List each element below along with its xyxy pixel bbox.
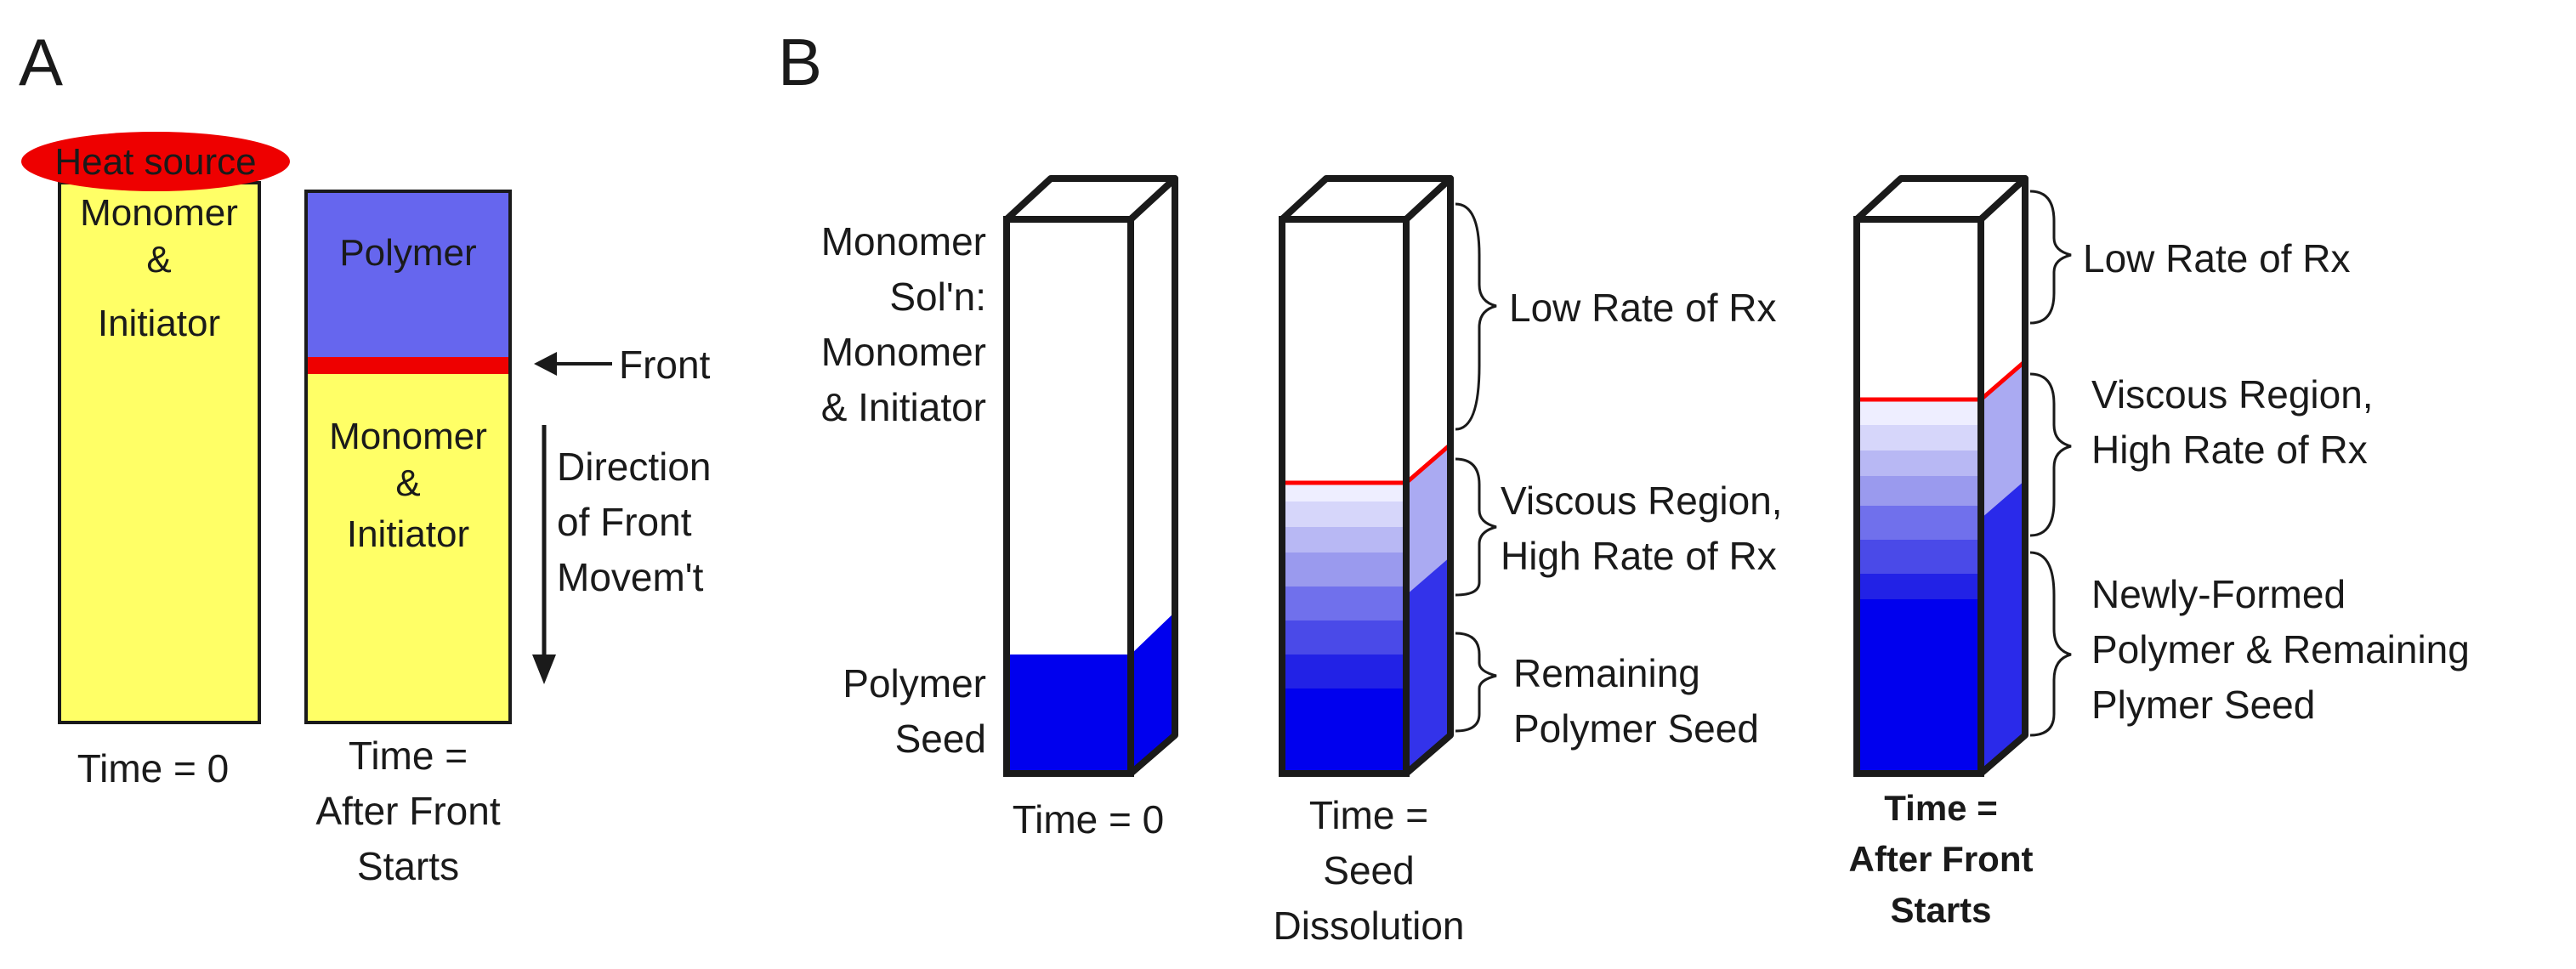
direction-arrow-head: [532, 654, 556, 684]
panel-a-col1-label-line3: Initiator: [98, 303, 220, 344]
panel-a-letter: A: [19, 25, 63, 99]
tube3-polymer: [1857, 599, 1981, 774]
tube3-band-3: [1857, 450, 1981, 476]
tube2-low-rate-label: Low Rate of Rx: [1509, 286, 1776, 330]
tube3-low-rate-label: Low Rate of Rx: [2083, 236, 2350, 280]
tube3-band-2: [1857, 425, 1981, 450]
panel-a-col2-monomer: [306, 374, 510, 722]
panel-b-left-label-line3: Monomer: [821, 330, 986, 374]
tube3-brace-low: [2029, 190, 2072, 325]
panel-a-col2-caption-line1: Time =: [349, 734, 468, 778]
tube3-caption-line1: Time =: [1884, 788, 1997, 828]
tube2-caption-line3: Dissolution: [1274, 904, 1465, 948]
tube2-brace-remaining: [1455, 632, 1497, 733]
tube3-band-5: [1857, 506, 1981, 540]
panel-a-col1-label-line1: Monomer: [80, 192, 238, 234]
panel-a-col2-label-line2: &: [395, 462, 420, 504]
tube2-viscous-line2: High Rate of Rx: [1501, 534, 1777, 578]
panel-a-col2-polymer: [306, 191, 510, 357]
tube1-seed-front: [1007, 654, 1131, 774]
tube2-remaining-line2: Polymer Seed: [1513, 706, 1759, 751]
panel-a-col1-label-line2: &: [146, 239, 171, 280]
tube2-viscous-line1: Viscous Region,: [1501, 479, 1783, 523]
tube2-seed: [1282, 688, 1406, 774]
tube2-band-6: [1282, 620, 1406, 654]
tube2-band-2: [1282, 502, 1406, 527]
tube3-caption-line3: Starts: [1890, 890, 1991, 930]
panel-b-left-label-line2: Sol'n:: [889, 275, 986, 319]
tube2-band-5: [1282, 586, 1406, 620]
tube2-side-outline: [1403, 175, 1454, 777]
tube2-remaining-line1: Remaining: [1513, 651, 1700, 695]
tube3-band-7: [1857, 574, 1981, 599]
panel-b-seed-label-line1: Polymer: [843, 661, 986, 706]
tube2-brace-low: [1455, 202, 1497, 431]
tube2-caption-line1: Time =: [1309, 793, 1428, 837]
tube3-side-outline: [1977, 175, 2028, 777]
front-arrow-head: [534, 352, 557, 376]
tube3-band-4: [1857, 476, 1981, 506]
tube2-band-7: [1282, 654, 1406, 688]
heat-source-label: Heat source: [54, 141, 256, 183]
panel-a-col1-caption: Time = 0: [77, 746, 230, 790]
tube3-viscous-line2: High Rate of Rx: [2091, 428, 2368, 472]
tube3-viscous-line1: Viscous Region,: [2091, 372, 2374, 416]
tube1-side-outline: [1127, 175, 1178, 777]
tube-seed-dissolution: [1279, 175, 1454, 777]
tube2-band-3: [1282, 527, 1406, 552]
tube3-newly-line1: Newly-Formed: [2091, 572, 2346, 616]
tube2-brace-viscous: [1455, 457, 1497, 597]
direction-label-line1: Direction: [557, 445, 712, 489]
tube2-side-dark: [1406, 557, 1450, 774]
panel-a-col2-polymer-label: Polymer: [339, 232, 476, 274]
direction-label-line3: Movem't: [557, 555, 704, 599]
tube3-newly-line3: Plymer Seed: [2091, 683, 2315, 727]
tube3-brace-newly: [2029, 551, 2072, 737]
panel-a-col2-front: [306, 357, 510, 374]
panel-b-letter: B: [778, 25, 822, 99]
tube2-band-4: [1282, 552, 1406, 586]
panel-b-seed-label-line2: Seed: [895, 717, 986, 761]
heat-source-shape: [21, 132, 290, 191]
front-label: Front: [619, 343, 711, 387]
panel-a-col1-monomer: [58, 181, 261, 724]
tube-after-front-starts: [1853, 175, 2028, 777]
tube3-band-6: [1857, 540, 1981, 574]
tube3-band-1: [1857, 400, 1981, 425]
panel-a-col2-outline: [304, 190, 512, 724]
tube1-caption: Time = 0: [1013, 797, 1165, 842]
tube3-newly-line2: Polymer & Remaining: [2091, 627, 2470, 672]
panel-a-col2-label-line3: Initiator: [347, 513, 469, 555]
panel-a-col2-label-line1: Monomer: [329, 416, 487, 457]
direction-label-line2: of Front: [557, 500, 692, 544]
panel-a-col2-caption-line2: After Front: [315, 789, 501, 833]
tube2-caption-line2: Seed: [1323, 848, 1414, 892]
panel-b-left-label-line1: Monomer: [821, 219, 986, 264]
tube3-caption-line2: After Front: [1849, 839, 2034, 879]
tube-time-0: [1003, 175, 1178, 777]
panel-a-col2-caption-line3: Starts: [357, 844, 459, 888]
tube2-band-1: [1282, 484, 1406, 502]
tube3-side-dark: [1981, 480, 2025, 774]
panel-b-left-label-line4: & Initiator: [821, 385, 986, 429]
tube3-brace-viscous: [2029, 372, 2072, 537]
